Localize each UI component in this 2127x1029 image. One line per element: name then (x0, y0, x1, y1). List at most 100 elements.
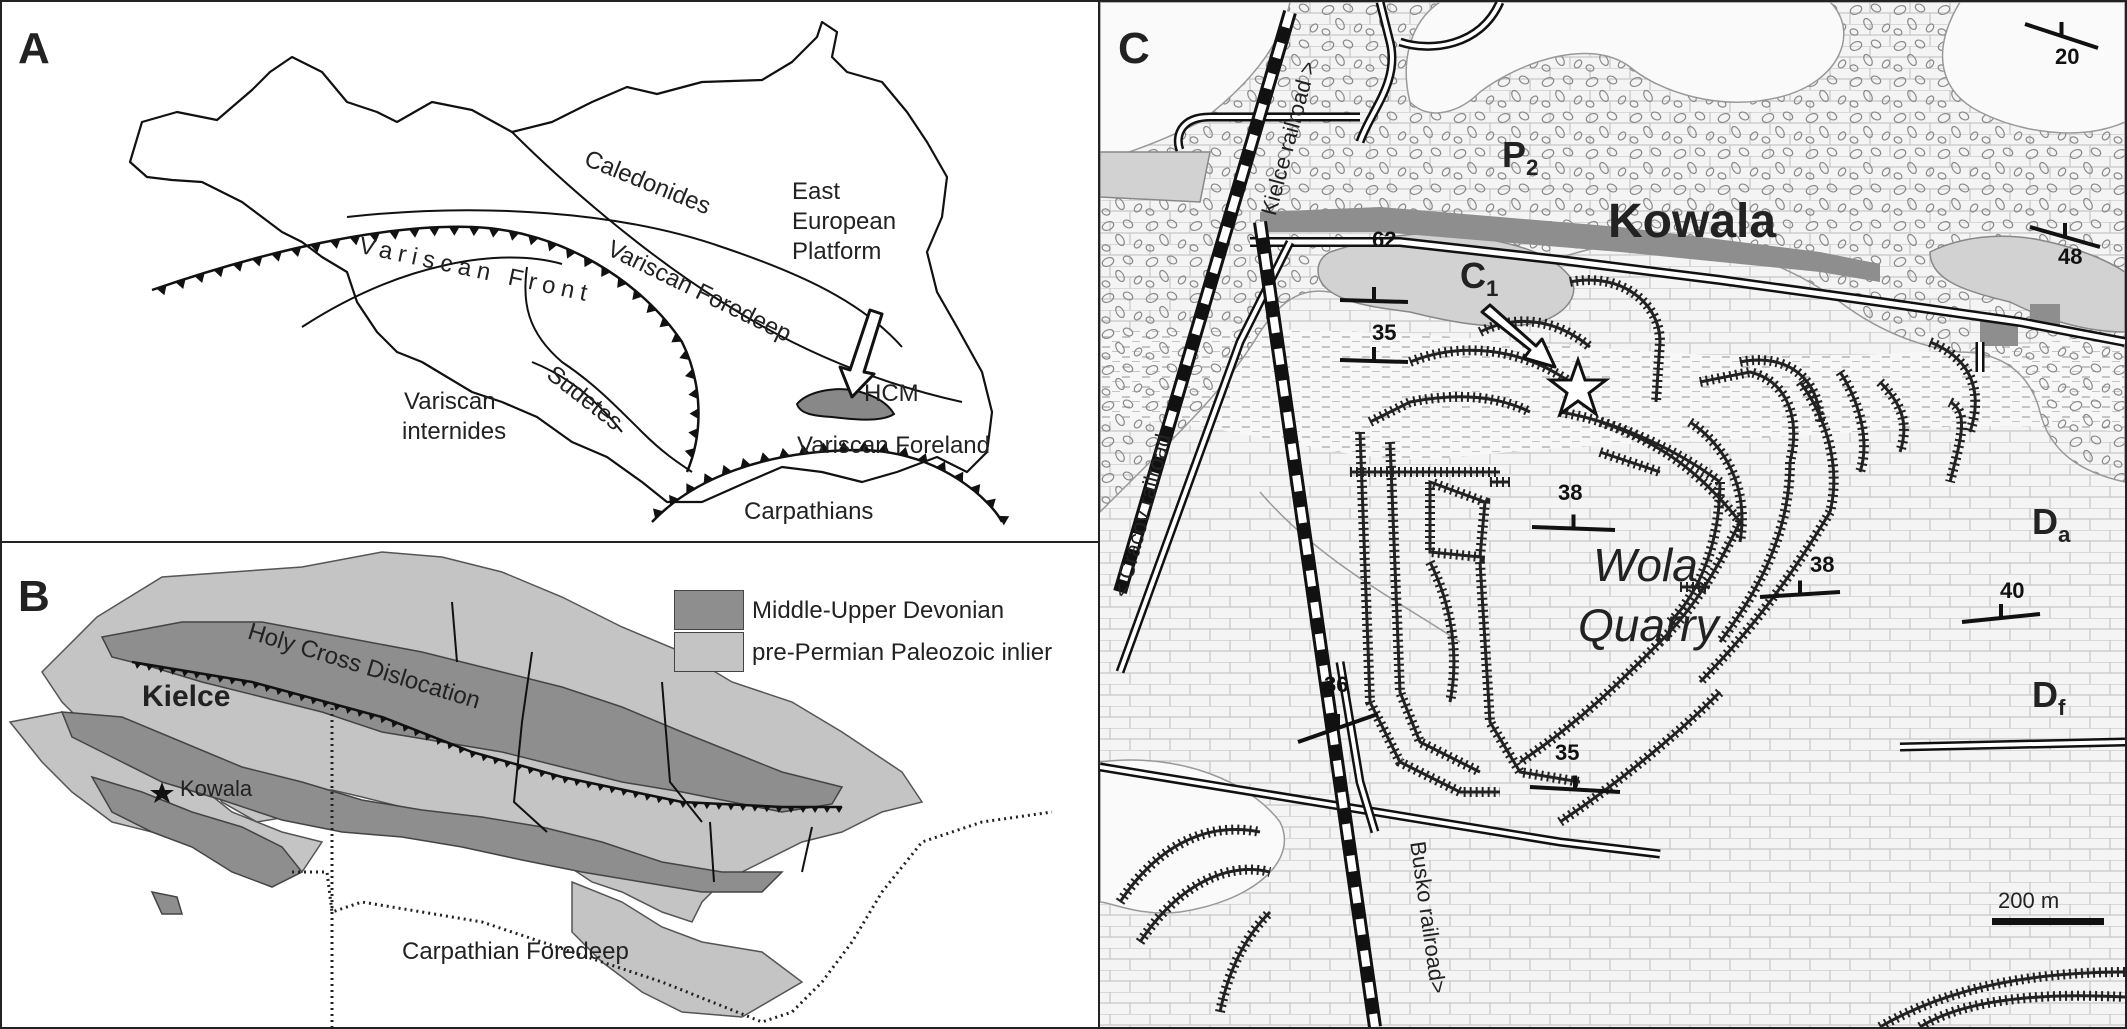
hcm-arrow (838, 308, 884, 399)
thrust-tooth (527, 767, 535, 775)
east-european-platform-label-1: East (792, 178, 841, 205)
thrust-tooth (175, 278, 186, 290)
thrust-tooth (357, 710, 364, 718)
panel-divider-horizontal (0, 541, 1098, 543)
hcm-area (795, 388, 896, 421)
thrust-tooth (617, 277, 627, 288)
thrust-tooth (333, 704, 341, 711)
devonian-west-lobe (90, 775, 304, 888)
p2-label-text: P (1502, 134, 1527, 175)
quarry-label: Quarry (1578, 599, 1719, 651)
internal-boundary (301, 256, 563, 328)
thrust-tooth (632, 289, 643, 300)
thrust-tooth (345, 707, 353, 714)
quarry-wall (1668, 481, 1722, 624)
thrust-tooth (389, 230, 400, 240)
thrust-tooth (413, 729, 421, 737)
quarry-hachure (1425, 559, 1459, 703)
dislocation-teeth (134, 662, 843, 813)
quarry-hachure (1739, 355, 1825, 423)
df-label-text: D (2032, 674, 2058, 715)
thrust-tooth (659, 317, 670, 328)
road-northeast-inner (1399, 2, 1502, 49)
carpathian-foredeep-label: Carpathian Foredeep (402, 938, 629, 965)
thrust-tooth (684, 447, 695, 459)
thrust-tooth (217, 676, 225, 683)
panel-a-label: A (18, 24, 50, 73)
thrust-tooth (620, 789, 628, 796)
road-branch-center-inner (1338, 661, 1377, 833)
c1-strip (1100, 151, 1211, 203)
thrust-tooth (799, 807, 807, 813)
quarry-hachure (1477, 316, 1594, 351)
thrust-tooth (194, 272, 205, 284)
devonian-southern-belt (60, 711, 784, 893)
road-south-inner (1100, 765, 1661, 856)
fault-2 (661, 681, 703, 823)
df-label-subscript: f (2058, 694, 2066, 720)
thrust-tooth (264, 685, 272, 693)
quarry-hachure (1795, 379, 1839, 514)
thrust-tooth (402, 725, 410, 732)
dip-value: 62 (1372, 227, 1396, 252)
kowala-town-label: Kowala (1608, 195, 1777, 248)
thrust-tooth (322, 700, 330, 708)
kielce-label: Kielce (142, 680, 231, 713)
p2-label: P2 (1502, 137, 1538, 179)
dip-value: 20 (2055, 44, 2079, 69)
thrust-tooth (739, 804, 747, 812)
quarry-wall (1879, 970, 2125, 1027)
thrust-tooth (585, 781, 593, 789)
thrust-tooth (368, 713, 376, 721)
cracov-railroad-ties (1116, 10, 1294, 594)
thrust-tooth (573, 779, 581, 787)
df-label: Df (2032, 677, 2065, 719)
quarry-hachure (1355, 431, 1500, 797)
thrust-tooth (504, 760, 512, 768)
thrust-tooth (275, 688, 283, 696)
panel-c-label: C (1118, 24, 1150, 73)
thrust-tooth (985, 498, 996, 509)
quarry-wall (1369, 395, 1531, 424)
thrust-tooth (671, 332, 682, 343)
thrust-tooth (550, 773, 558, 781)
road-to-north-inner (1358, 2, 1394, 143)
quarry-hachure (1385, 441, 1483, 777)
scale-label: 200 m (1998, 888, 2060, 913)
kowala-star (150, 782, 174, 803)
thrust-tooth (134, 662, 142, 669)
thrust-tooth (193, 672, 201, 679)
dip-value: 35 (1372, 320, 1396, 345)
thrust-tooth (562, 777, 570, 784)
thrust-tooth (597, 784, 605, 791)
quarry-hachure (1696, 509, 1835, 686)
quarry-hachure (1115, 824, 1261, 905)
thrust-tooth (644, 794, 652, 801)
thrust-tooth (213, 267, 224, 278)
c1-label: C1 (1460, 258, 1498, 300)
thrust-tooth (763, 806, 771, 813)
thrust-tooth (169, 668, 177, 675)
fault-5 (451, 601, 458, 663)
thrust-tooth (310, 697, 318, 705)
carpathian-thrust (651, 448, 1004, 523)
thrust-tooth (469, 751, 477, 759)
thrust-tooth (936, 461, 946, 472)
da-label-subscript: a (2058, 521, 2071, 547)
thrust-tooth (703, 803, 711, 810)
thrust-tooth (528, 235, 539, 246)
thrust-tooth (290, 247, 302, 258)
thrust-tooth (727, 804, 735, 811)
legend-label-devonian: Middle-Upper Devonian (752, 597, 1005, 624)
thrust-tooth (775, 806, 783, 813)
thrust-tooth (970, 484, 981, 495)
thrust-tooth (779, 447, 790, 458)
busko-railroad-ties (1256, 221, 1379, 1027)
quarry-hachure (1408, 345, 1573, 387)
quarry-hachure (1917, 990, 2125, 1027)
thrust-tooth (229, 678, 237, 685)
thrust-tooth (158, 666, 166, 673)
panel-a-map-svg (128, 20, 1010, 526)
quarry-wall (1478, 561, 1581, 784)
